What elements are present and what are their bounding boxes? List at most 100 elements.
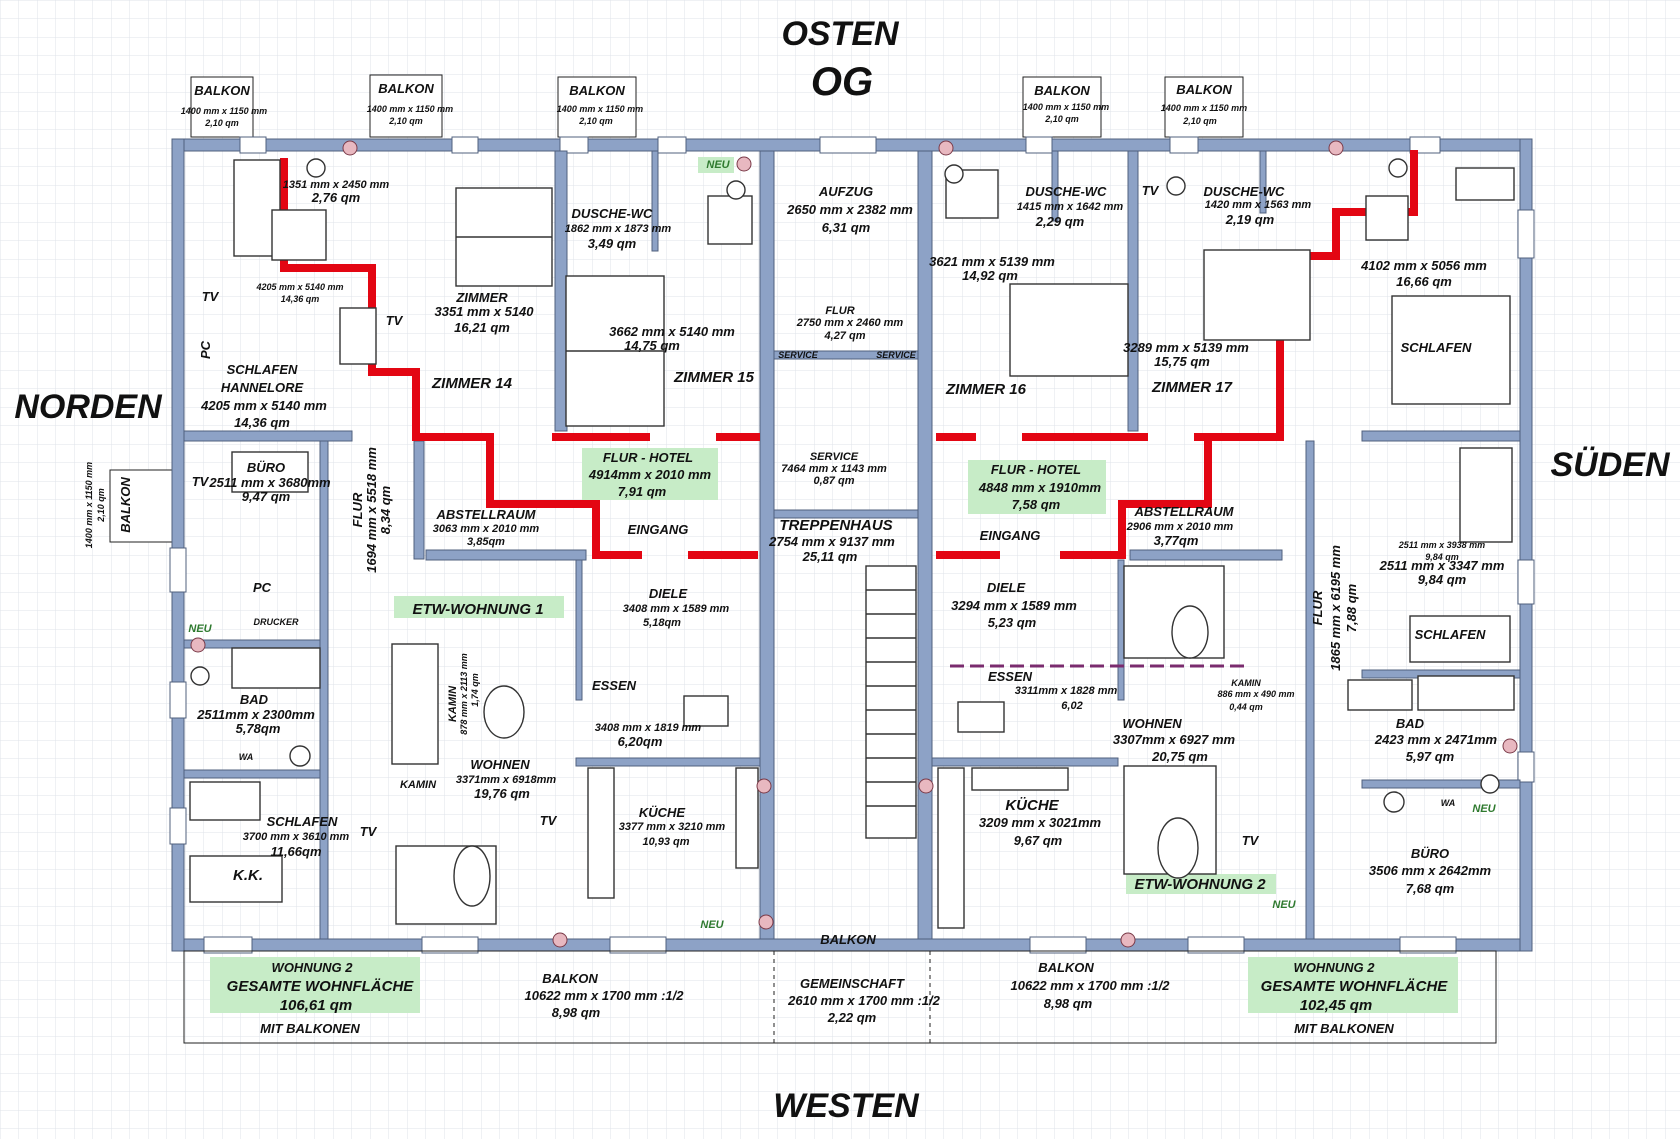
svg-text:SERVICE: SERVICE <box>778 350 819 360</box>
svg-text:3294 mm x 1589 mm: 3294 mm x 1589 mm <box>951 598 1077 613</box>
floor-label: OG <box>811 60 873 104</box>
svg-text:TREPPENHAUS: TREPPENHAUS <box>779 517 892 534</box>
balcony-top-1: BALKON 1400 mm x 1150 mm 2,10 qm <box>181 76 267 138</box>
svg-text:1694 mm x 5518 mm: 1694 mm x 5518 mm <box>364 447 379 573</box>
svg-text:SCHLAFEN: SCHLAFEN <box>1415 627 1486 642</box>
svg-text:TV: TV <box>540 813 558 828</box>
svg-text:3377 mm x 3210 mm: 3377 mm x 3210 mm <box>619 821 726 833</box>
svg-text:2511mm x 2300mm: 2511mm x 2300mm <box>196 707 315 722</box>
svg-text:WOHNEN: WOHNEN <box>1122 716 1182 731</box>
svg-text:4914mm x 2010 mm: 4914mm x 2010 mm <box>588 467 712 482</box>
svg-text:7,91 qm: 7,91 qm <box>618 484 667 499</box>
svg-text:3209 mm x 3021mm: 3209 mm x 3021mm <box>979 815 1102 830</box>
svg-text:3307mm x 6927 mm: 3307mm x 6927 mm <box>1113 732 1236 747</box>
svg-text:BALKON: BALKON <box>378 81 434 96</box>
svg-text:5,78qm: 5,78qm <box>236 721 281 736</box>
svg-text:1400 mm x 1150 mm: 1400 mm x 1150 mm <box>367 104 453 114</box>
svg-text:9,84 qm: 9,84 qm <box>1425 552 1459 562</box>
svg-text:KÜCHE: KÜCHE <box>1005 797 1059 814</box>
svg-text:WA: WA <box>239 752 254 762</box>
svg-text:GEMEINSCHAFT: GEMEINSCHAFT <box>800 976 905 991</box>
svg-text:19,76 qm: 19,76 qm <box>474 786 530 801</box>
svg-text:2,22 qm: 2,22 qm <box>827 1010 877 1025</box>
svg-text:ZIMMER 14: ZIMMER 14 <box>431 375 513 392</box>
bed-icon <box>1459 447 1513 543</box>
svg-text:EINGANG: EINGANG <box>628 522 689 537</box>
svg-text:1865 mm x 6195 mm: 1865 mm x 6195 mm <box>1328 545 1343 671</box>
svg-text:10622 mm x 1700 mm :1/2: 10622 mm x 1700 mm :1/2 <box>525 988 685 1003</box>
svg-text:10622 mm x 1700 mm :1/2: 10622 mm x 1700 mm :1/2 <box>1011 978 1171 993</box>
svg-text:16,66 qm: 16,66 qm <box>1396 274 1452 289</box>
bed-icon <box>189 781 261 821</box>
compass-south: SÜDEN <box>1550 446 1670 484</box>
bath-icon <box>231 647 321 689</box>
svg-text:14,92 qm: 14,92 qm <box>962 268 1018 283</box>
summary-right: WOHNUNG 2 GESAMTE WOHNFLÄCHE 102,45 qm M… <box>1261 960 1449 1036</box>
svg-text:6,02: 6,02 <box>1061 700 1082 712</box>
svg-text:2423 mm x 2471mm: 2423 mm x 2471mm <box>1374 732 1498 747</box>
svg-text:3662 mm x 5140 mm: 3662 mm x 5140 mm <box>609 324 735 339</box>
svg-text:DIELE: DIELE <box>987 580 1026 595</box>
svg-text:1400 mm x 1150 mm: 1400 mm x 1150 mm <box>1161 103 1247 113</box>
svg-text:BALKON: BALKON <box>1038 960 1094 975</box>
svg-text:NEU: NEU <box>1272 899 1296 911</box>
bed-icon <box>1391 295 1511 405</box>
bath-icon <box>1417 675 1515 711</box>
interior-walls <box>183 150 1521 940</box>
sink-icon <box>1383 791 1405 813</box>
svg-text:WOHNUNG 2: WOHNUNG 2 <box>272 960 354 975</box>
svg-text:1400 mm x 1150 mm: 1400 mm x 1150 mm <box>181 106 267 116</box>
svg-text:8,34 qm: 8,34 qm <box>378 485 393 534</box>
svg-text:FLUR - HOTEL: FLUR - HOTEL <box>991 462 1081 477</box>
stairs-icon <box>865 565 917 839</box>
desk-icon <box>231 451 309 493</box>
svg-text:2610 mm x 1700 mm :1/2: 2610 mm x 1700 mm :1/2 <box>787 993 941 1008</box>
svg-text:2,29 qm: 2,29 qm <box>1035 214 1085 229</box>
balcony-bottom <box>183 950 1497 1044</box>
windows <box>169 136 1535 954</box>
svg-text:ZIMMER 16: ZIMMER 16 <box>945 381 1027 398</box>
svg-text:DIELE: DIELE <box>649 586 688 601</box>
svg-text:2,10 qm: 2,10 qm <box>388 116 423 126</box>
svg-text:3408 mm x 1819 mm: 3408 mm x 1819 mm <box>595 722 702 734</box>
highlights <box>210 157 1458 1013</box>
svg-text:SERVICE: SERVICE <box>810 451 859 463</box>
svg-text:AUFZUG: AUFZUG <box>818 184 873 199</box>
table-icon <box>453 845 491 907</box>
svg-text:TV: TV <box>386 313 404 328</box>
svg-text:K.K.: K.K. <box>233 867 263 884</box>
dining-table-icon <box>683 695 729 727</box>
svg-text:6,31 qm: 6,31 qm <box>822 220 871 235</box>
svg-text:TV: TV <box>1242 833 1260 848</box>
table-icon <box>1171 605 1209 659</box>
svg-text:4205 mm x 5140 mm: 4205 mm x 5140 mm <box>200 398 327 413</box>
svg-text:3,49 qm: 3,49 qm <box>588 236 637 251</box>
svg-text:FLUR: FLUR <box>825 305 854 317</box>
toilet-icon <box>1166 176 1186 196</box>
toilet-icon <box>1480 774 1500 794</box>
dining-table-icon <box>957 701 1005 733</box>
svg-text:2,10 qm: 2,10 qm <box>204 118 239 128</box>
svg-text:3311mm x 1828 mm: 3311mm x 1828 mm <box>1015 685 1118 697</box>
summary-left: WOHNUNG 2 GESAMTE WOHNFLÄCHE 106,61 qm M… <box>227 960 415 1036</box>
svg-text:KAMIN: KAMIN <box>400 779 437 791</box>
svg-text:14,36 qm: 14,36 qm <box>234 415 290 430</box>
svg-text:16,21 qm: 16,21 qm <box>454 320 510 335</box>
svg-text:ZIMMER: ZIMMER <box>455 290 508 305</box>
kitchen-counter-icon <box>587 767 615 899</box>
balcony-top-2: BALKON 1400 mm x 1150 mm 2,10 qm <box>367 74 453 138</box>
svg-text:MIT BALKONEN: MIT BALKONEN <box>260 1021 360 1036</box>
svg-text:KAMIN: KAMIN <box>447 685 459 722</box>
balcony-top-3: BALKON 1400 mm x 1150 mm 2,10 qm <box>557 76 643 138</box>
svg-text:6,20qm: 6,20qm <box>618 734 663 749</box>
desk-icon <box>339 307 377 365</box>
svg-text:BAD: BAD <box>240 692 269 707</box>
svg-text:0,44 qm: 0,44 qm <box>1229 702 1263 712</box>
svg-text:4,27 qm: 4,27 qm <box>824 330 866 342</box>
svg-text:GESAMTE WOHNFLÄCHE: GESAMTE WOHNFLÄCHE <box>1261 978 1449 995</box>
svg-text:EINGANG: EINGANG <box>980 528 1041 543</box>
svg-text:4102 mm x 5056 mm: 4102 mm x 5056 mm <box>1360 258 1487 273</box>
svg-text:HANNELORE: HANNELORE <box>221 380 304 395</box>
svg-text:KÜCHE: KÜCHE <box>639 805 686 820</box>
svg-text:3506 mm x 2642mm: 3506 mm x 2642mm <box>1369 863 1492 878</box>
